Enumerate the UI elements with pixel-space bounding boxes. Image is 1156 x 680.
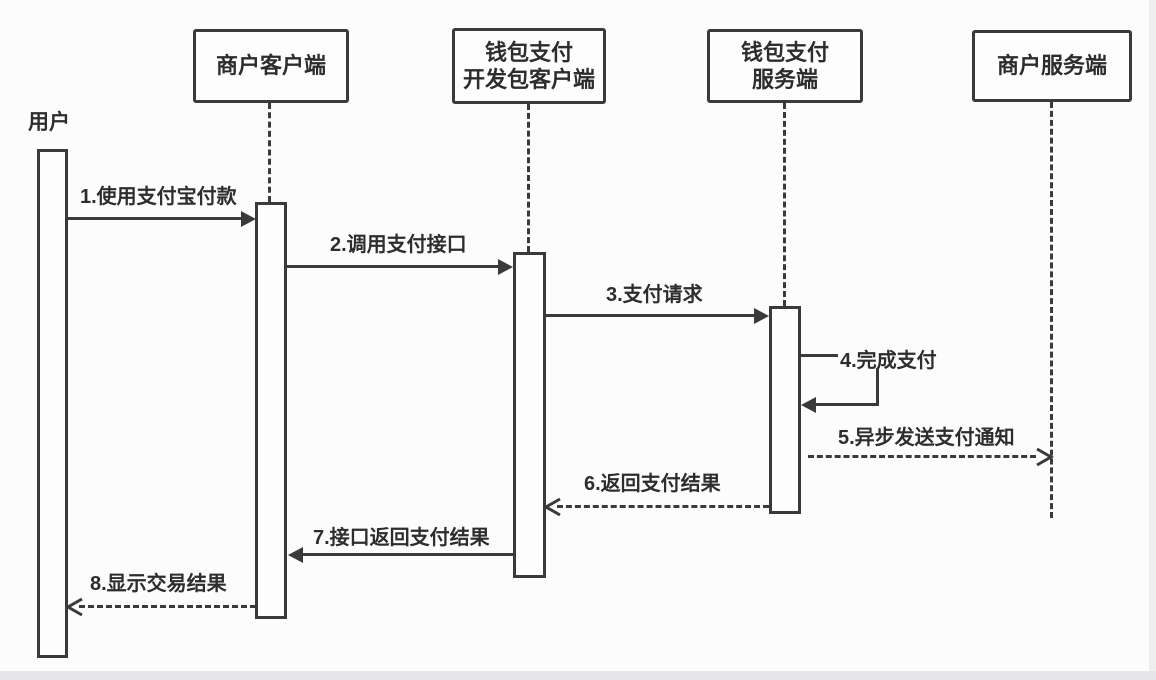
filled-arrowhead-icon	[498, 259, 513, 275]
message-2-label: 2.调用支付接口	[330, 234, 467, 256]
activation-wallet-server	[769, 306, 801, 514]
lifeline-sdk-client	[527, 104, 530, 252]
actor-box-merchant-client: 商户客户端	[193, 29, 349, 103]
message-3-label: 3.支付请求	[606, 284, 703, 306]
lifeline-merchant-server	[1050, 102, 1053, 518]
message-5-line	[808, 455, 1036, 458]
actor-label-line2: 开发包客户端	[462, 67, 595, 92]
actor-label: 商户客户端	[215, 53, 326, 79]
filled-arrowhead-icon	[801, 397, 816, 413]
filled-arrowhead-icon	[754, 308, 769, 324]
right-edge-band	[1149, 0, 1156, 680]
filled-arrowhead-icon	[288, 547, 303, 563]
actor-box-wallet-server: 钱包支付 服务端	[707, 29, 863, 103]
message-3-line	[546, 314, 756, 317]
open-arrowhead-icon	[543, 497, 561, 517]
activation-merchant-client	[255, 202, 287, 619]
message-4-line-down	[876, 368, 879, 406]
lifeline-wallet-server	[783, 103, 786, 306]
message-4-line-out	[801, 354, 838, 357]
actor-label-user: 用户	[28, 111, 70, 134]
actor-box-sdk-client: 钱包支付 开发包客户端	[452, 28, 606, 104]
message-1-line	[67, 217, 243, 220]
lifeline-merchant-client	[268, 103, 271, 202]
message-7-line	[300, 553, 513, 556]
message-6-label: 6.返回支付结果	[584, 473, 721, 495]
message-2-line	[287, 265, 500, 268]
actor-box-merchant-server: 商户服务端	[972, 30, 1132, 102]
open-arrowhead-icon	[65, 597, 83, 617]
filled-arrowhead-icon	[241, 211, 256, 227]
message-4-label: 4.完成支付	[840, 350, 937, 372]
message-6-line	[557, 505, 769, 508]
actor-label: 商户服务端	[996, 53, 1107, 79]
bottom-edge-band	[0, 671, 1156, 680]
message-8-line	[79, 605, 256, 608]
activation-sdk-client	[513, 252, 546, 578]
message-7-label: 7.接口返回支付结果	[313, 527, 490, 549]
activation-user	[37, 149, 68, 658]
message-5-label: 5.异步发送支付通知	[838, 427, 1015, 449]
actor-label-line1: 钱包支付	[484, 39, 573, 65]
actor-label-line1: 钱包支付	[740, 39, 829, 65]
message-8-label: 8.显示交易结果	[90, 573, 227, 595]
message-1-label: 1.使用支付宝付款	[80, 186, 237, 208]
actor-label-line2: 服务端	[751, 67, 818, 92]
message-4-line-return	[814, 403, 879, 406]
open-arrowhead-icon	[1036, 447, 1054, 467]
